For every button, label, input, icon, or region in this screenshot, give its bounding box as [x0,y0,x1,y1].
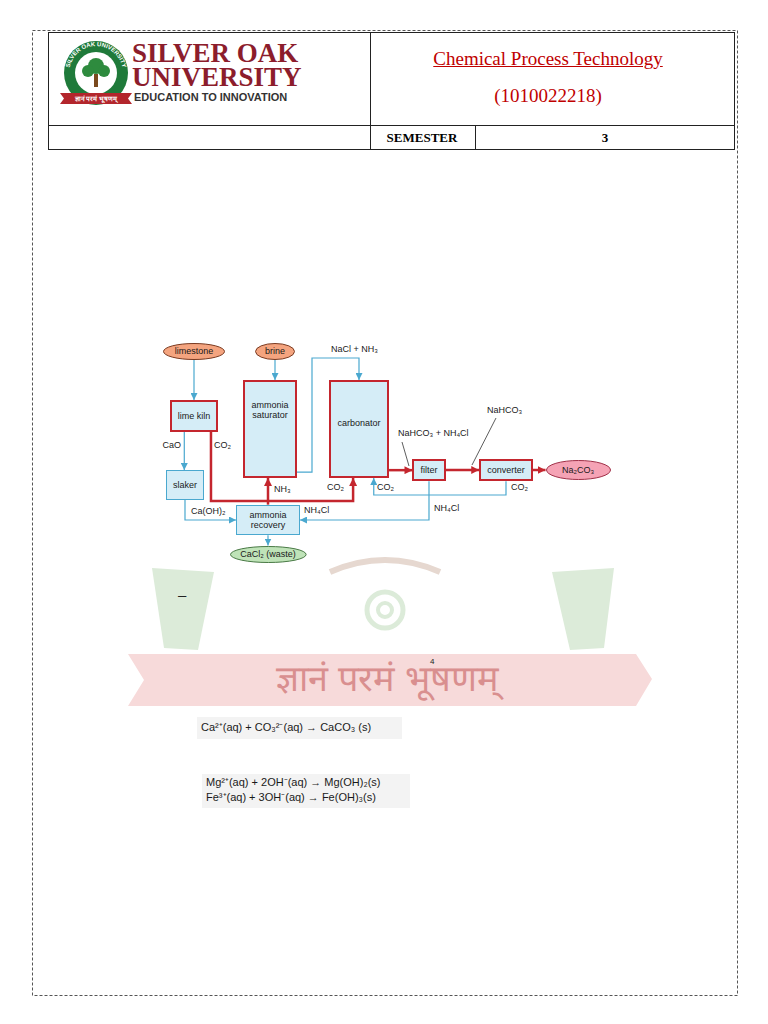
flow-arrow [446,469,480,472]
flow-arrow [274,360,275,381]
flow-arrow [184,432,185,470]
chemical-equation: Ca²⁺(aq) + CO₃²⁻(aq) → CaCO₃ (s) [201,721,371,734]
node-label: lime kiln [178,411,211,421]
stream-label: NH₄Cl [433,503,460,514]
node-label: carbonator [337,418,380,428]
process-box: filter [412,459,445,481]
table-rule [49,125,735,126]
motto-ribbon [60,93,132,104]
stream-label: CO₂ [327,482,344,493]
table-cell: 3 [602,130,609,146]
stream-label: Ca(OH)₂ [190,506,227,517]
flow-arrow [185,500,236,520]
watermark-swirl [378,603,392,617]
course-code: (1010022218) [494,85,602,108]
node-label: Na₂CO₃ [562,465,594,475]
chemical-equation: Fe³⁺(aq) + 3OH⁻(aq) → Fe(OH)₃(s) [206,791,376,804]
stream-label: NaHCO₃ + NH₄Cl [397,428,470,439]
stream-label: NaHCO₃ [486,405,523,416]
node-label: filter [420,465,437,475]
stream-label: CO₂ [213,440,232,451]
emblem-center [75,52,117,94]
node-label: slaker [173,480,197,490]
course-title: Chemical Process Technology [433,48,662,71]
flow-arrow [267,535,268,545]
process-box: converter [479,459,533,481]
stream-label: NH₄Cl [304,505,329,516]
process-box: carbonator [329,380,388,478]
table-rule [370,33,371,150]
stream-label: CaO [161,440,182,451]
process-box: ammonia saturator [243,380,296,478]
watermark-leaf [152,568,214,650]
equation-highlight [197,717,402,739]
emblem-ring-text: SILVER OAK UNIVERSITY [65,41,128,68]
process-box: lime kiln [170,400,219,432]
tree-crown [98,65,110,77]
process-box: slaker [166,470,204,500]
leader-line [402,442,409,466]
product-ellipse: Na₂CO₃ [546,460,611,480]
table-cell: SEMESTER [387,130,458,146]
stream-label: NaCl + NH₃ [330,344,379,355]
dash-mark: – [178,586,186,604]
watermark [128,560,652,706]
emblem-ring-text: SILVER OAK UNIVERSITY [65,41,128,68]
chemical-equation: Mg²⁺(aq) + 2OH⁻(aq) → Mg(OH)₂(s) [206,776,381,789]
tree-trunk [94,74,98,87]
feed-ellipse: limestone [163,343,225,360]
stream-label: NH₃ [273,484,292,495]
watermark-arc [330,560,440,572]
node-label: ammonia saturator [245,400,294,421]
node-label: limestone [175,346,214,356]
node-outline [164,343,225,359]
page-number: 4 [430,657,434,667]
stream-label: CO₂ [377,482,394,493]
equation-highlight [202,774,410,808]
node-label: ammonia recovery [237,510,299,531]
header-table [49,33,735,150]
page-border [33,31,738,996]
flow-arrow [267,478,270,505]
university-name: UNIVERSITY [132,61,302,93]
process-box: ammonia recovery [236,505,300,536]
node-label: brine [265,346,285,356]
waste-ellipse: CaCl₂ (waste) [230,546,307,563]
university-emblem: SILVER OAK UNIVERSITY [60,41,132,105]
node-label: CaCl₂ (waste) [240,549,296,559]
node-outline [256,343,295,359]
flow-arrow [389,469,413,472]
stream-label: CO₂ [510,482,529,493]
flow-arrow [300,481,429,520]
node-label: converter [487,465,525,475]
feed-ellipse: brine [255,343,295,360]
node-outline [546,461,610,480]
table-rule [475,126,476,150]
watermark-text: ज्ञानं परमं भूषणम् [276,657,499,700]
university-tagline: EDUCATION TO INNOVATION [134,91,287,104]
motto: ज्ञानं परमं भूषणम् [75,95,118,103]
tree-crown [82,65,94,77]
watermark-leaf [552,568,614,650]
flow-arrow [533,469,546,472]
watermark-ribbon [128,654,652,706]
flow-arrow [193,360,194,401]
watermark-swirl [367,592,403,628]
node-outline [230,546,306,562]
